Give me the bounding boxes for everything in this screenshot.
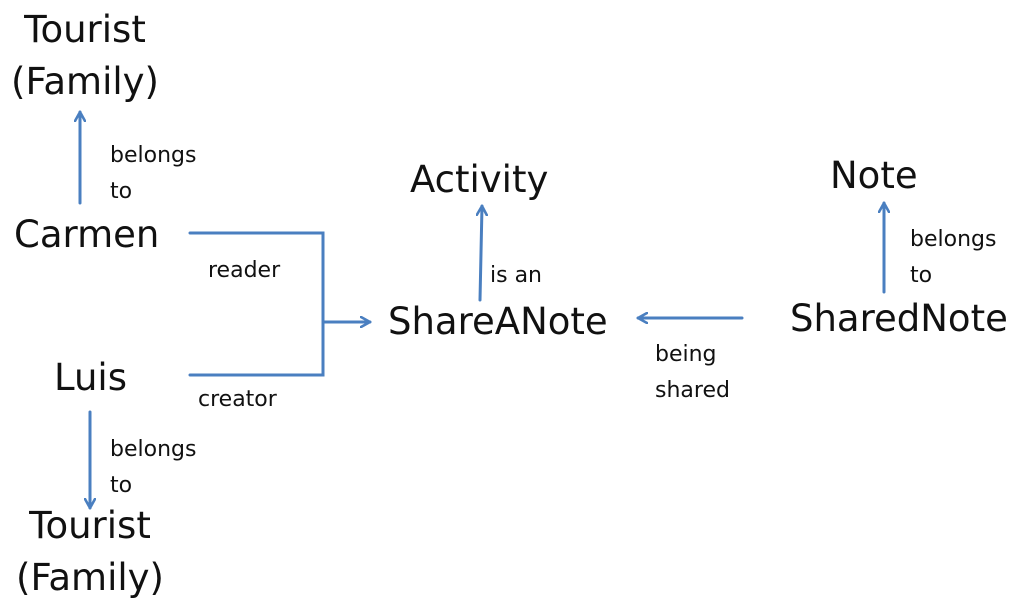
edge-reader (188, 231, 325, 324)
edge-is-an (480, 204, 482, 302)
label-carmen-belongs-to: belongs to (110, 143, 197, 204)
node-carmen: Carmen (14, 213, 160, 256)
node-activity: Activity (410, 158, 549, 201)
label-reader: reader (208, 258, 281, 283)
label-creator: creator (198, 387, 277, 412)
label-being-shared: being shared (655, 342, 730, 403)
node-shareanote: ShareANote (388, 300, 608, 343)
node-tourist-family-bottom: Tourist (Family) (16, 504, 164, 599)
label-is-an: is an (490, 263, 542, 288)
node-luis: Luis (54, 356, 127, 399)
node-tourist-family-top: Tourist (Family) (11, 8, 159, 103)
node-note: Note (830, 154, 918, 197)
label-sharednote-belongs-to: belongs to (910, 227, 997, 288)
label-luis-belongs-to: belongs to (110, 437, 197, 498)
node-sharednote: SharedNote (790, 297, 1008, 340)
edge-creator (188, 320, 325, 377)
